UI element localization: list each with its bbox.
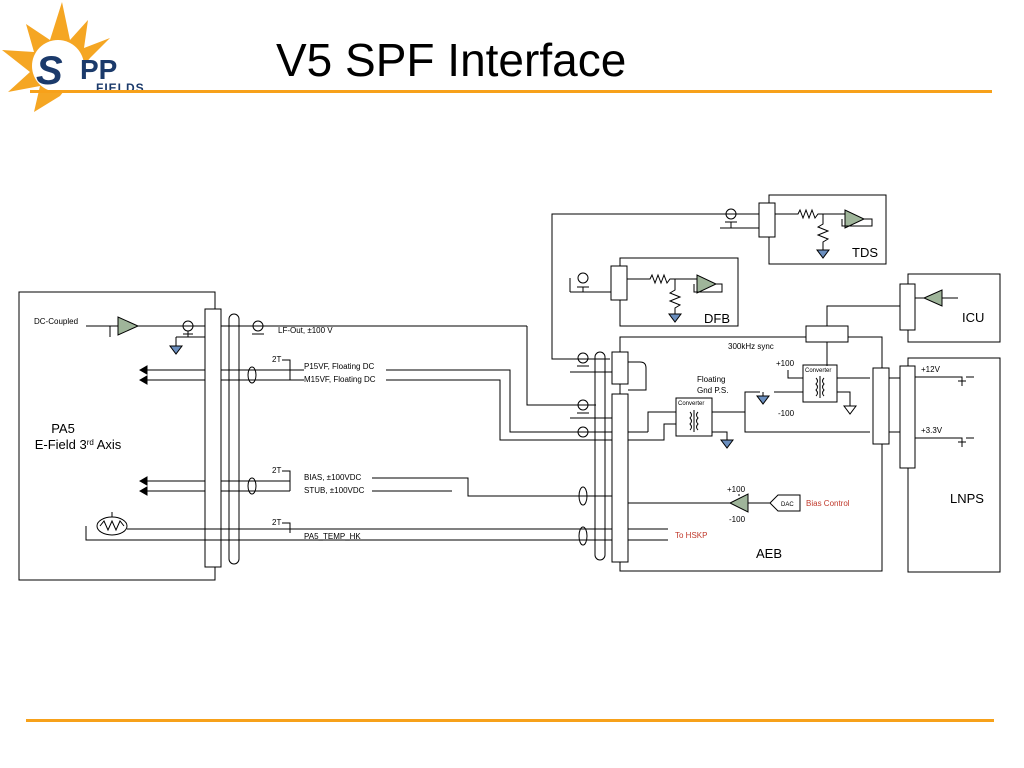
pa5-temp-label: PA5_TEMP_HK bbox=[304, 532, 361, 541]
lnps-label: LNPS bbox=[950, 491, 984, 506]
lnps-12v-label: +12V bbox=[921, 365, 941, 374]
dac-block bbox=[769, 494, 801, 512]
footer-divider bbox=[26, 719, 994, 722]
tds-amplifier bbox=[844, 209, 866, 229]
icu-box bbox=[907, 273, 1001, 343]
lnps-connector bbox=[899, 365, 916, 469]
dc-coupled-label: DC-Coupled bbox=[34, 317, 78, 326]
page-title: V5 SPF Interface bbox=[276, 34, 627, 86]
aeb-power-connector bbox=[872, 367, 890, 445]
floating-ps-label-2: Gnd P.S. bbox=[697, 386, 728, 395]
stub-label: STUB, ±100VDC bbox=[304, 486, 365, 495]
dac-label: DAC bbox=[781, 502, 794, 508]
pa5-box bbox=[18, 291, 216, 581]
tds-label: TDS bbox=[852, 245, 878, 260]
dfb-amplifier bbox=[696, 274, 718, 294]
bias-label: BIAS, ±100VDC bbox=[304, 473, 362, 482]
bias-minus100-label: -100 bbox=[729, 515, 746, 524]
aeb-label: AEB bbox=[756, 546, 782, 561]
header-divider bbox=[30, 90, 992, 93]
svg-text:Converter: Converter bbox=[678, 401, 704, 407]
aeb-main-connector bbox=[611, 393, 629, 563]
pa5-label: PA5 bbox=[51, 421, 75, 436]
svg-text:2T: 2T bbox=[272, 466, 281, 475]
pa5-sublabel: E-Field 3rd Axis bbox=[35, 437, 122, 452]
dfb-label: DFB bbox=[704, 311, 730, 326]
logo-s-glyph: S bbox=[36, 49, 63, 93]
dc-coupled-amplifier bbox=[117, 316, 140, 336]
icu-amplifier bbox=[922, 289, 943, 307]
sync-label: 300kHz sync bbox=[728, 342, 774, 351]
twist-pair-label: 2T bbox=[272, 355, 281, 364]
tds-connector bbox=[758, 202, 776, 238]
p15vf-label: P15VF, Floating DC bbox=[304, 362, 374, 371]
ground-icon bbox=[756, 395, 770, 405]
pa5-connector bbox=[204, 308, 222, 568]
ground-icon bbox=[169, 345, 183, 355]
lnps-3v3-label: +3.3V bbox=[921, 426, 943, 435]
aeb-upper-connector bbox=[611, 351, 629, 385]
to-hskp-label: To HSKP bbox=[675, 531, 707, 540]
cable-bundle bbox=[228, 313, 240, 565]
logo-sun-icon bbox=[2, 2, 110, 112]
plus100-label: +100 bbox=[776, 359, 795, 368]
bias-plus100-label: +100 bbox=[727, 485, 746, 494]
floating-ps-converter bbox=[675, 397, 713, 437]
floating-ps-label-1: Floating bbox=[697, 375, 725, 384]
icu-connector bbox=[899, 283, 916, 331]
lf-out-label: LF-Out, ±100 V bbox=[278, 326, 333, 335]
converter bbox=[802, 364, 838, 403]
minus100-label: -100 bbox=[778, 409, 795, 418]
logo-main-text: PP bbox=[80, 54, 117, 85]
ground-icon bbox=[668, 313, 682, 323]
chassis-ground-icon bbox=[843, 405, 857, 415]
aeb-cable-bundle bbox=[594, 351, 606, 561]
svg-text:Converter: Converter bbox=[805, 368, 831, 374]
dfb-connector bbox=[610, 265, 628, 301]
lnps-box bbox=[907, 357, 1001, 573]
ground-icon bbox=[720, 439, 734, 449]
aeb-box bbox=[619, 336, 883, 572]
bias-amplifier bbox=[728, 493, 749, 513]
icu-label: ICU bbox=[962, 310, 984, 325]
thermistor-icon bbox=[96, 516, 128, 536]
ground-icon bbox=[816, 249, 830, 259]
bias-control-label: Bias Control bbox=[806, 499, 850, 508]
m15vf-label: M15VF, Floating DC bbox=[304, 375, 376, 384]
sync-connector bbox=[805, 325, 849, 343]
svg-text:2T: 2T bbox=[272, 518, 281, 527]
